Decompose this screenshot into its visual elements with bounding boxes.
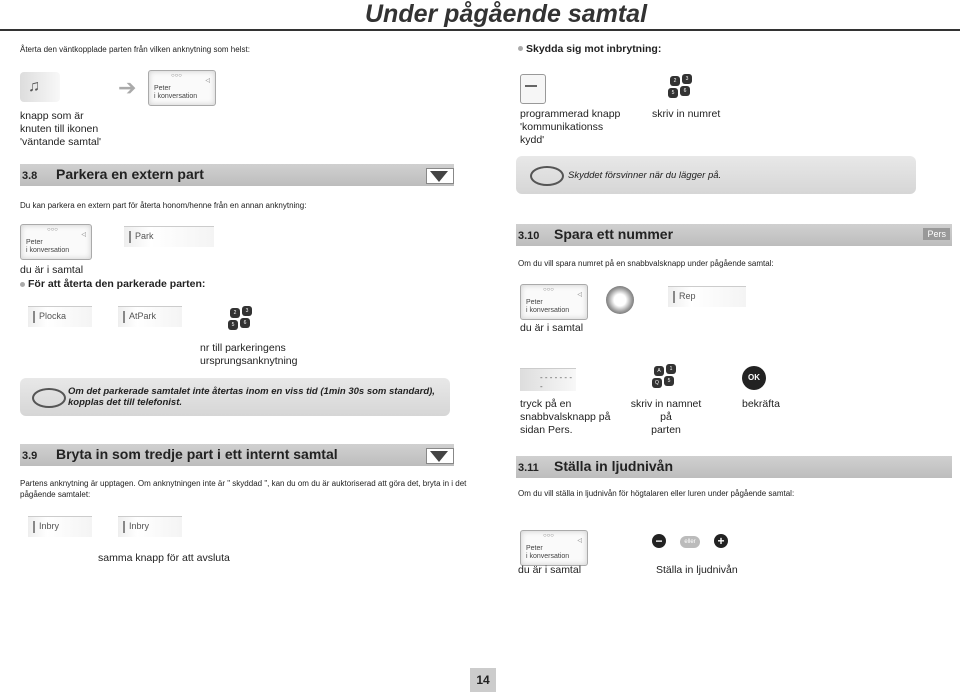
phone-screen: ○○○ ◁ Peter i konversation xyxy=(20,224,92,260)
speed-dial-key-icon[interactable]: - - - - - - - - xyxy=(520,368,576,391)
status-dots-icon: ○○○ xyxy=(47,227,58,233)
triangle-down-icon xyxy=(430,451,448,462)
in-call-caption: du är i samtal xyxy=(518,564,582,576)
recall-intro: Återta den väntkopplade parten från vilk… xyxy=(20,45,250,54)
hold-key-caption: knapp som är knuten till ikonen 'väntand… xyxy=(20,110,102,148)
status-dots-icon: ○○○ xyxy=(543,287,554,293)
arrow-right-icon: ➔ xyxy=(118,75,137,100)
eller-label: eller xyxy=(680,536,700,548)
section-3-9-intro: Partens anknytning är upptagen. Om ankny… xyxy=(20,479,467,499)
intrusion-softkey[interactable]: Inbry xyxy=(28,516,92,537)
bullet-icon xyxy=(20,282,25,287)
in-call-caption: du är i samtal xyxy=(520,322,584,334)
page-title: Under pågående samtal xyxy=(365,0,648,28)
section-3-8-header: 3.8 Parkera en extern part xyxy=(20,164,454,186)
confirm-caption: bekräfta xyxy=(742,398,780,410)
enter-name-caption: skriv in namnet på parten xyxy=(630,398,702,436)
intrusion-softkey[interactable]: Inbry xyxy=(118,516,182,537)
header-rule xyxy=(0,29,960,31)
park-softkey[interactable]: Park xyxy=(124,226,214,247)
park-number-caption: nr till parkeringens ursprungsanknytning xyxy=(200,342,298,367)
section-3-11-intro: Om du vill ställa in ljudnivån för högta… xyxy=(518,489,795,498)
rep-softkey[interactable]: Rep xyxy=(668,286,746,307)
section-3-10-intro: Om du vill spara numret på en snabbvalsk… xyxy=(518,259,774,268)
note-icon xyxy=(32,388,66,408)
speaker-icon: ◁ xyxy=(205,78,210,84)
plocka-softkey[interactable]: Plocka xyxy=(28,306,92,327)
page-number: 14 xyxy=(470,668,496,692)
pers-badge: Pers xyxy=(923,228,950,240)
protect-heading: Skydda sig mot inbrytning: xyxy=(526,43,662,55)
phone-screen: ○○○ ◁ Peter i konversation xyxy=(520,284,588,320)
screen-status: i konversation xyxy=(154,93,198,100)
programmed-key-caption: programmerad knapp 'kommunikationss kydd… xyxy=(520,108,621,146)
music-note-icon: ♫ xyxy=(28,78,40,95)
phone-screen: ○○○ ◁ Peter i konversation xyxy=(520,530,588,566)
enter-number-caption: skriv in numret xyxy=(652,108,721,120)
hold-key-icon[interactable]: ♫ xyxy=(20,72,60,102)
intrusion-caption: samma knapp för att avsluta xyxy=(98,552,230,564)
section-3-8-intro: Du kan parkera en extern part för återta… xyxy=(20,201,307,210)
retrieve-subheading: För att återta den parkerade parten: xyxy=(28,278,206,290)
volume-caption: Ställa in ljudnivån xyxy=(656,564,738,576)
speaker-icon: ◁ xyxy=(577,538,582,544)
volume-up-button[interactable]: + xyxy=(714,534,728,548)
bullet-icon xyxy=(518,46,523,51)
speaker-icon: ◁ xyxy=(81,232,86,238)
section-3-10-header: 3.10 Spara ett nummer Pers xyxy=(516,224,952,246)
note-icon xyxy=(530,166,564,186)
protection-note: Skyddet försvinner när du lägger på. xyxy=(516,156,916,194)
volume-down-button[interactable]: − xyxy=(652,534,666,548)
park-timeout-note: Om det parkerade samtalet inte återtas i… xyxy=(20,378,450,416)
speaker-icon: ◁ xyxy=(577,292,582,298)
screen-name: Peter xyxy=(154,85,171,92)
speed-key-caption: tryck på en snabbvalsknapp på sidan Pers… xyxy=(520,398,611,436)
status-dots-icon: ○○○ xyxy=(171,73,182,79)
section-3-11-header: 3.11 Ställa in ljudnivån xyxy=(516,456,952,478)
atpark-softkey[interactable]: AtPark xyxy=(118,306,182,327)
section-3-9-header: 3.9 Bryta in som tredje part i ett inter… xyxy=(20,444,454,466)
phone-screen: ○○○ ◁ Peter i konversation xyxy=(148,70,216,106)
navigator-icon[interactable] xyxy=(606,286,634,314)
triangle-down-icon xyxy=(430,171,448,182)
programmed-key-icon[interactable] xyxy=(520,74,546,104)
in-call-caption: du är i samtal xyxy=(20,264,84,276)
ok-button[interactable]: OK xyxy=(742,366,766,390)
status-dots-icon: ○○○ xyxy=(543,533,554,539)
